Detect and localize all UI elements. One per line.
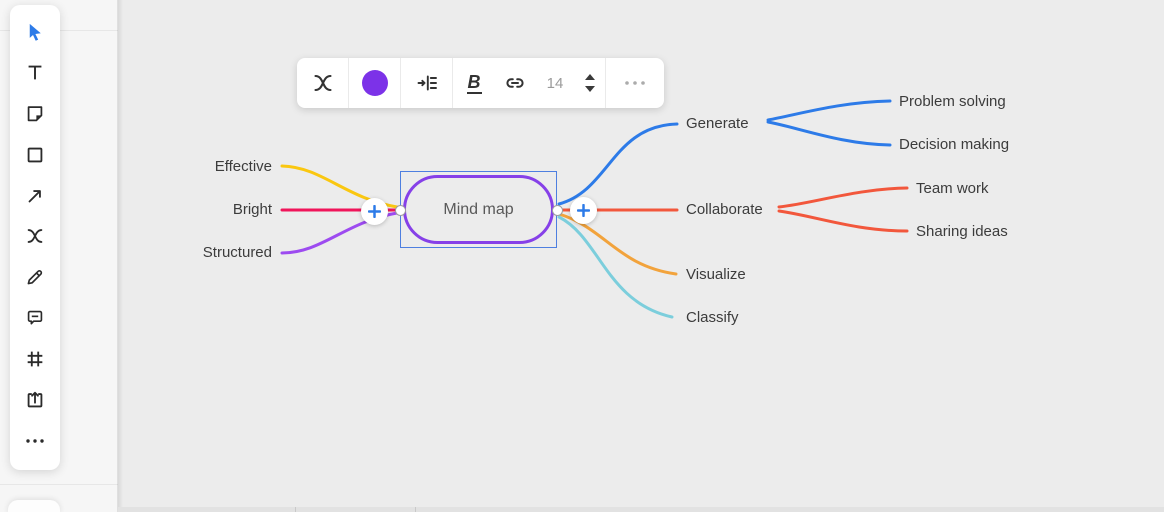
upload-icon — [27, 391, 43, 408]
branch-label-sharing-ideas[interactable]: Sharing ideas — [916, 223, 1008, 240]
tool-frame[interactable] — [15, 342, 55, 376]
arrow-icon — [28, 189, 41, 202]
tool-text[interactable] — [15, 56, 55, 90]
add-branch-left-button[interactable] — [360, 197, 388, 225]
bold-label: B — [466, 71, 482, 94]
branch-line-decision-making — [766, 120, 892, 147]
tool-upload[interactable] — [15, 383, 55, 417]
sticky-note-icon — [27, 106, 43, 122]
bottom-frame-tick — [295, 507, 296, 512]
tool-shape[interactable] — [15, 138, 55, 172]
font-size-value[interactable]: 14 — [535, 58, 575, 108]
pen-icon — [27, 270, 43, 285]
text-icon — [28, 65, 42, 80]
tool-pen[interactable] — [15, 260, 55, 294]
toolbar-divider — [605, 58, 606, 108]
branch-line-visualize — [557, 212, 678, 276]
root-node[interactable]: Mind map — [403, 175, 554, 244]
branch-line-classify — [557, 215, 674, 319]
tool-sidebar — [10, 5, 60, 470]
mind-map-icon — [313, 74, 332, 92]
bold-button[interactable]: B — [453, 58, 495, 108]
branch-line-generate — [557, 122, 679, 206]
add-branch-right-button[interactable] — [569, 196, 597, 224]
comment-icon — [27, 310, 43, 325]
mindmap-style-button[interactable] — [297, 58, 348, 108]
bottom-frame-edge — [118, 507, 1164, 512]
toolbar-divider — [452, 58, 453, 108]
branch-label-decision-making[interactable]: Decision making — [899, 136, 1010, 153]
ellipsis-icon — [26, 439, 44, 443]
color-picker-button[interactable] — [349, 58, 400, 108]
node-handle-left[interactable] — [395, 204, 406, 216]
font-size-label: 14 — [546, 74, 564, 92]
toolbar-divider — [400, 58, 401, 108]
branch-label-problem-solving[interactable]: Problem solving — [899, 93, 1006, 110]
node-handle-right[interactable] — [551, 204, 563, 216]
ellipsis-icon — [625, 81, 645, 85]
link-icon — [506, 78, 524, 88]
branch-line-sharing-ideas — [777, 209, 909, 233]
tool-select[interactable] — [15, 15, 55, 49]
tool-comment[interactable] — [15, 301, 55, 335]
branch-label-team-work[interactable]: Team work — [916, 180, 989, 197]
font-size-stepper[interactable] — [575, 58, 605, 108]
stepper-arrows-icon — [585, 74, 595, 92]
toolbar-divider — [348, 58, 349, 108]
branch-label-bright[interactable]: Bright — [232, 201, 272, 218]
cursor-icon — [29, 23, 41, 41]
branch-label-generate[interactable]: Generate — [686, 115, 749, 132]
branch-label-classify[interactable]: Classify — [686, 309, 739, 326]
layout-icon — [417, 75, 437, 91]
square-shape-icon — [27, 147, 43, 163]
branch-line-problem-solving — [766, 99, 892, 122]
more-options-button[interactable] — [606, 58, 664, 108]
branch-label-effective[interactable]: Effective — [214, 158, 272, 175]
layout-button[interactable] — [401, 58, 452, 108]
sidebar-secondary-panel[interactable] — [8, 500, 60, 512]
branch-label-visualize[interactable]: Visualize — [686, 266, 746, 283]
tool-connector[interactable] — [15, 219, 55, 253]
branch-label-structured[interactable]: Structured — [202, 244, 272, 261]
bottom-frame-tick — [415, 507, 416, 512]
tool-more[interactable] — [15, 424, 55, 458]
color-swatch-icon — [361, 70, 388, 96]
branch-line-team-work — [777, 186, 909, 209]
plus-icon — [576, 203, 590, 217]
connector-icon — [27, 229, 43, 244]
rail-grid-line — [0, 484, 118, 485]
branch-label-collaborate[interactable]: Collaborate — [686, 201, 763, 218]
canvas-left-edge — [117, 0, 123, 512]
tool-arrow[interactable] — [15, 179, 55, 213]
format-toolbar: B 14 — [297, 58, 664, 108]
plus-icon — [367, 204, 381, 218]
link-button[interactable] — [495, 58, 535, 108]
tool-sticky-note[interactable] — [15, 97, 55, 131]
frame-icon — [27, 351, 43, 367]
